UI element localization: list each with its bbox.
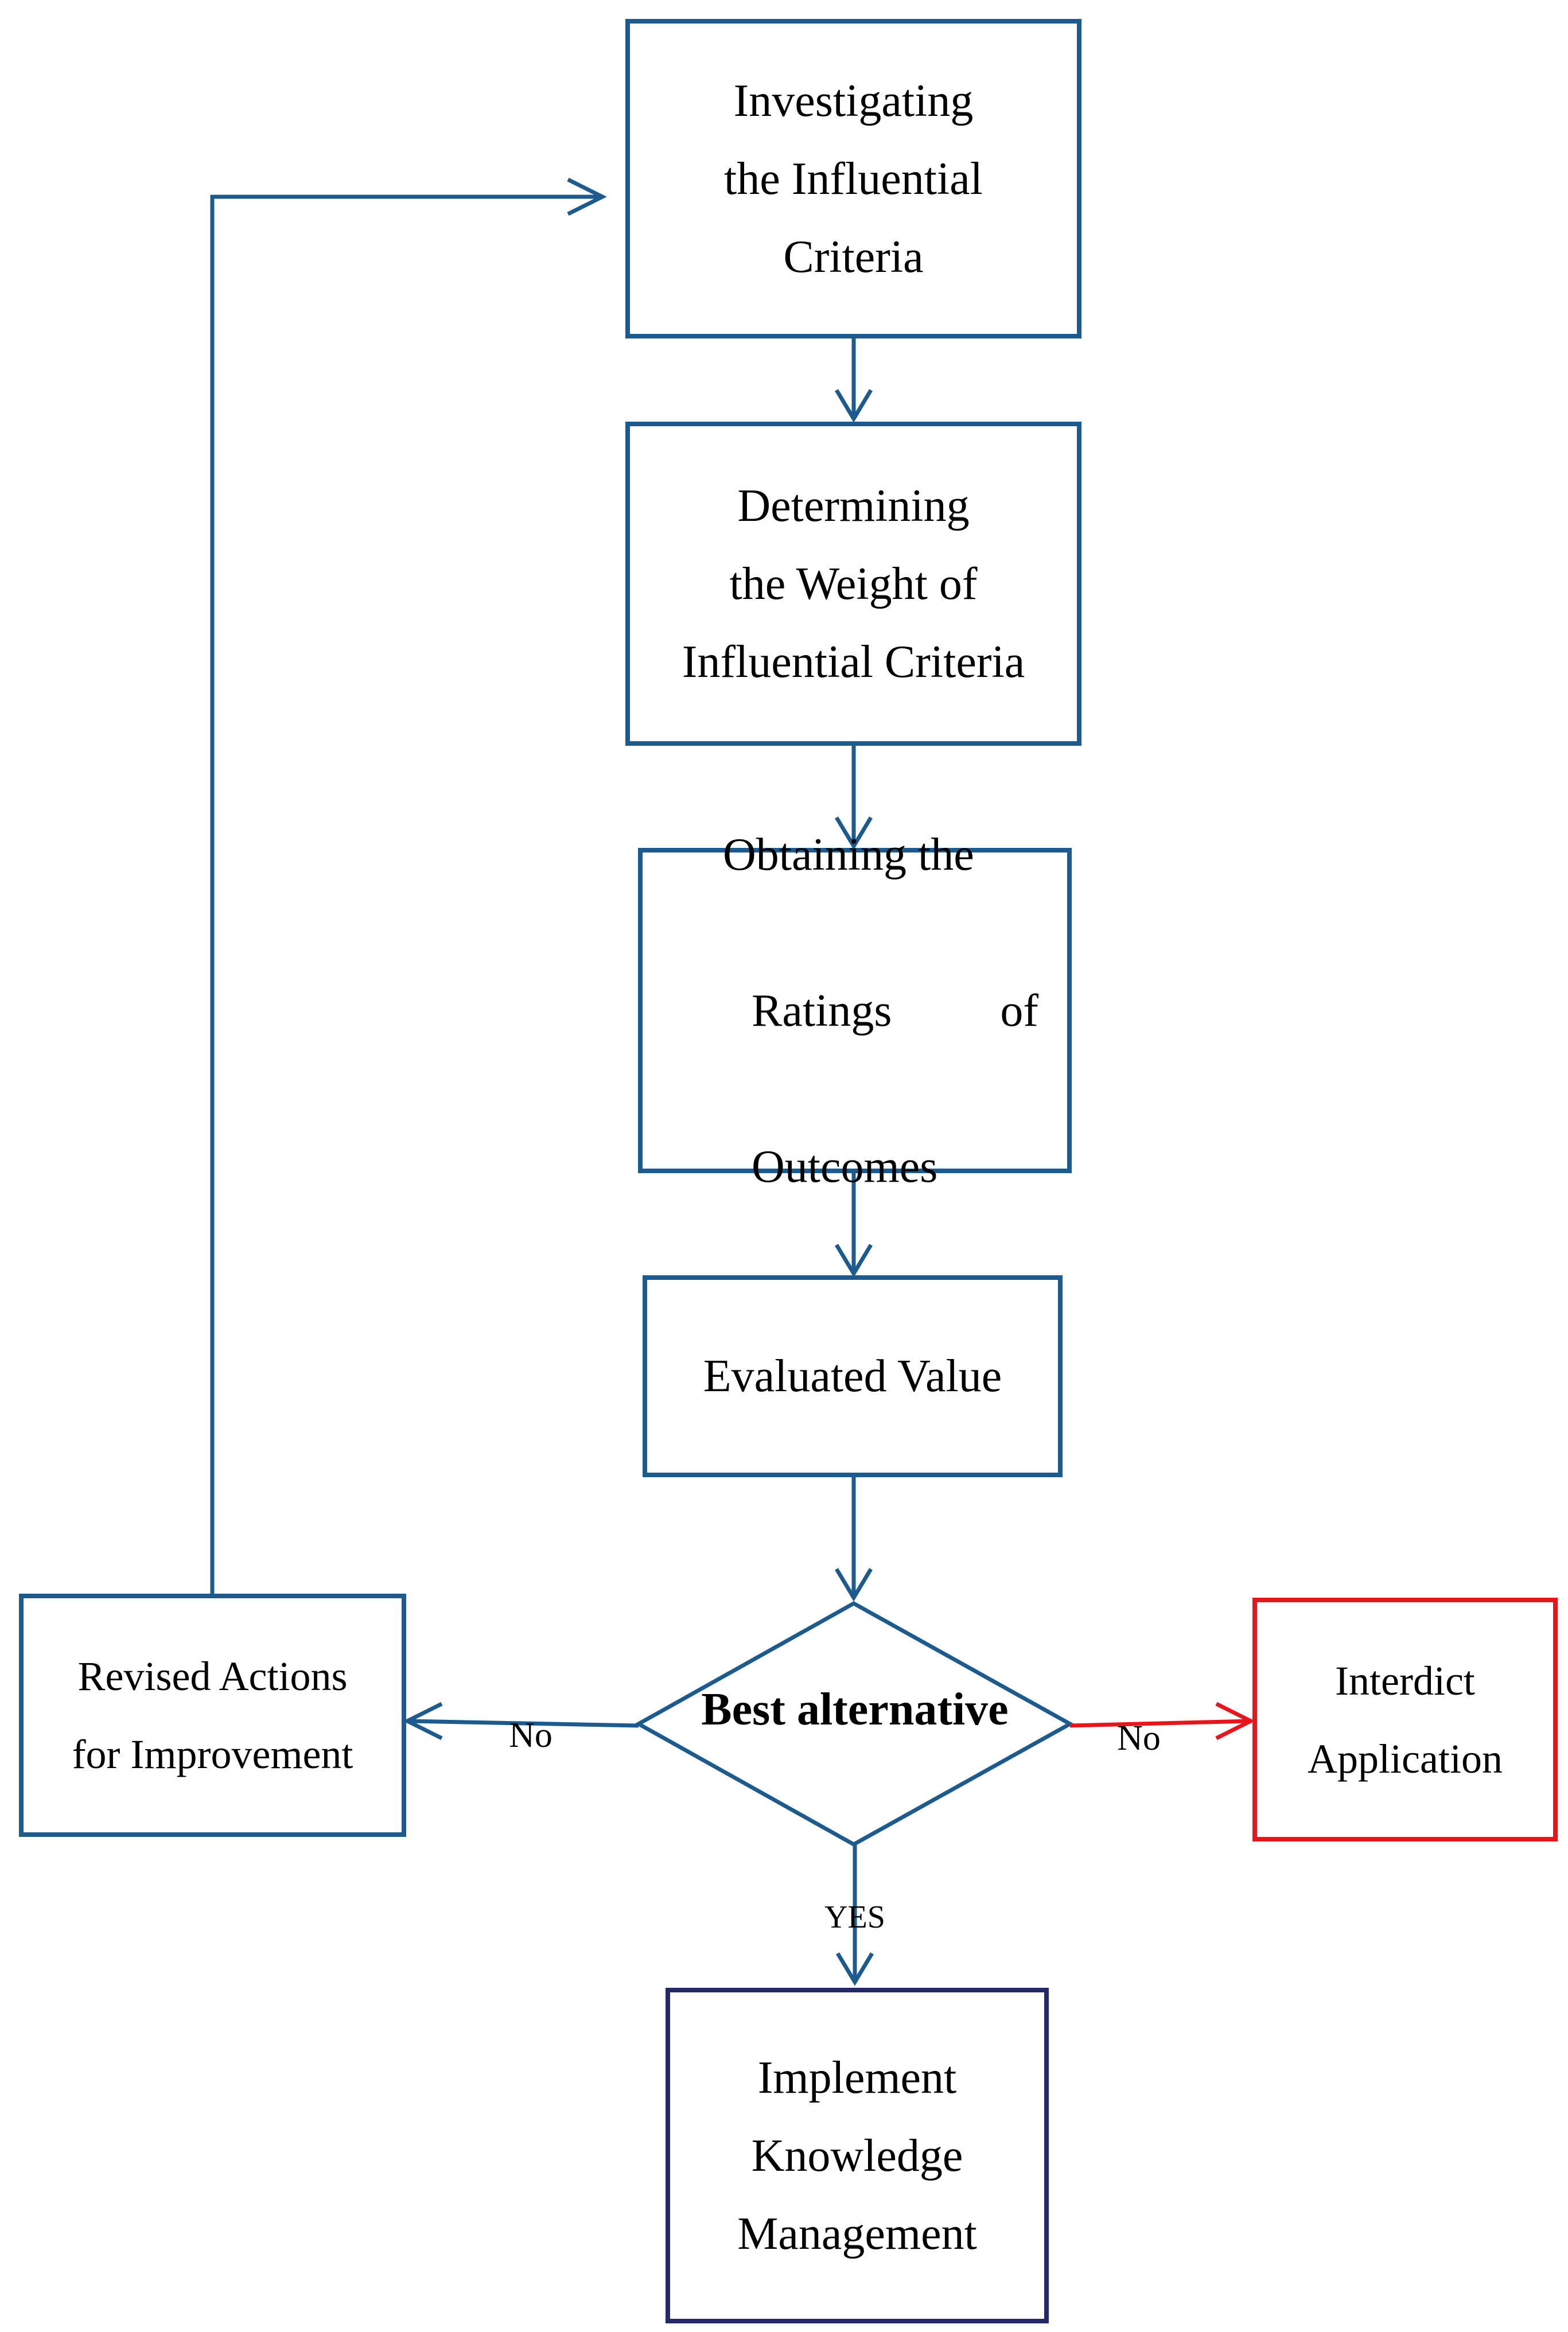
node-ratings-line1: Obtaining the: [723, 829, 974, 880]
arrowhead-evaluated-to-decision: [834, 1568, 873, 1602]
arrowhead-decision-to-interdict: [1215, 1702, 1255, 1741]
node-investigate: Investigating the Influential Criteria: [625, 19, 1081, 338]
node-ratings-line3: Outcomes: [752, 1141, 938, 1192]
node-ratings-line2-b: of: [1000, 985, 1038, 1036]
node-revised-label: Revised Actions for Improvement: [72, 1653, 353, 1777]
node-interdict: Interdict Application: [1252, 1598, 1558, 1842]
edge-label-right-no: No: [1117, 1719, 1161, 1758]
arrowhead-ratings-to-evaluated: [834, 1244, 873, 1278]
arrow-decision-to-interdict: [1069, 1719, 1251, 1728]
node-decision-label: Best alternative: [701, 1684, 1009, 1735]
node-interdict-label: Interdict Application: [1308, 1657, 1503, 1782]
arrowhead-decision-to-implement: [835, 1952, 874, 1986]
arrow-decision-to-revised: [407, 1719, 639, 1728]
edge-label-left-no: No: [509, 1716, 553, 1755]
node-ratings-line2-a: Ratings: [752, 985, 892, 1036]
node-evaluated-label: Evaluated Value: [703, 1351, 1002, 1401]
arrow-revised-to-investigate: [210, 194, 602, 1594]
node-ratings-text: Obtaining the Ratings of Outcomes: [643, 738, 1067, 1284]
node-weight: Determining the Weight of Influential Cr…: [625, 422, 1081, 746]
node-implement-label: Implement Knowledge Management: [737, 2052, 977, 2259]
node-investigate-label: Investigating the Influential Criteria: [724, 75, 983, 282]
arrowhead-investigate-to-weight: [834, 389, 873, 423]
node-revised: Revised Actions for Improvement: [19, 1594, 406, 1837]
arrowhead-decision-to-revised: [403, 1702, 443, 1741]
node-ratings-line2: Ratings of: [752, 972, 1038, 1050]
node-implement: Implement Knowledge Management: [666, 1988, 1049, 2323]
node-ratings: Obtaining the Ratings of Outcomes: [638, 830, 1072, 1192]
node-evaluated: Evaluated Value: [643, 1275, 1063, 1477]
edge-label-yes: YES: [824, 1899, 885, 1935]
arrowhead-revised-to-investigate: [567, 177, 607, 216]
node-weight-label: Determining the Weight of Influential Cr…: [682, 480, 1025, 687]
arrowhead-weight-to-ratings: [834, 816, 873, 850]
